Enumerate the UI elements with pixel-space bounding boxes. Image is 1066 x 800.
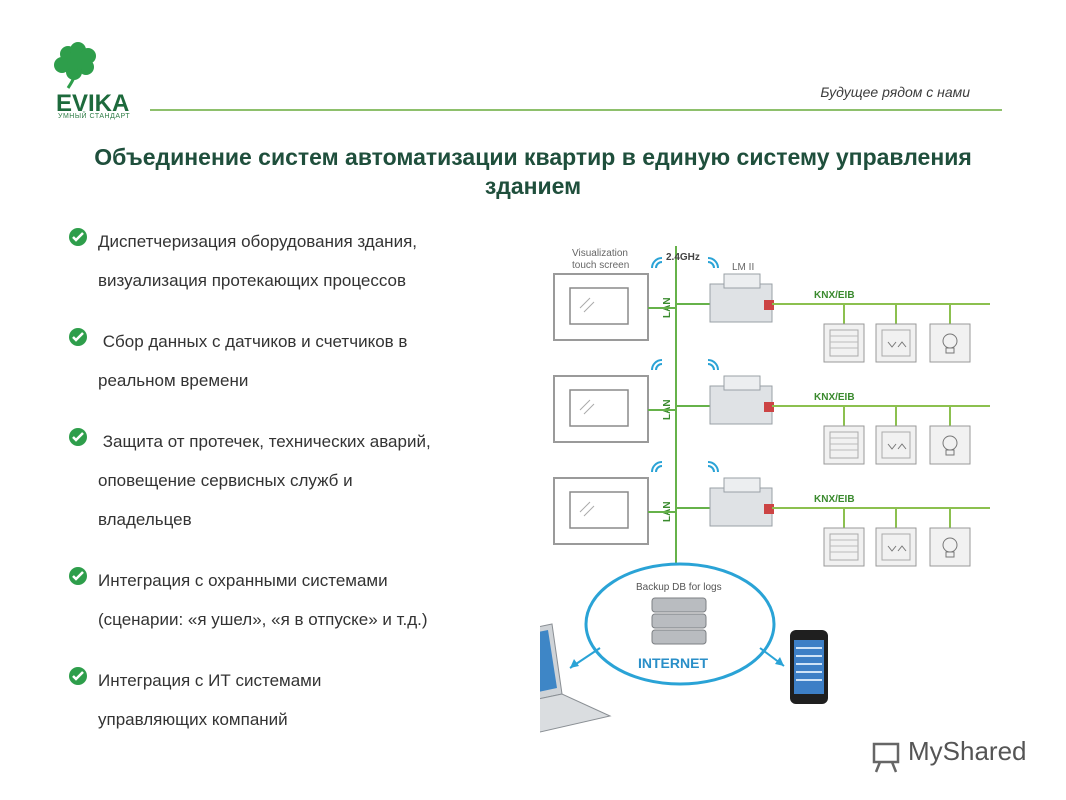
bullet-line: Интеграция с ИТ системами <box>98 671 322 690</box>
clover-icon <box>54 42 96 89</box>
lm-controller <box>709 273 774 323</box>
shutter-switch-icon <box>875 323 917 363</box>
bullet-list: Диспетчеризация оборудования здания, виз… <box>66 222 536 761</box>
check-icon <box>69 667 87 685</box>
header-divider <box>150 109 1002 111</box>
page-title: Объединение систем автоматизации квартир… <box>94 144 972 199</box>
touch-screen <box>553 273 649 341</box>
shutter-switch-icon <box>875 527 917 567</box>
list-item: Интеграция с ИТ системами управляющих ко… <box>66 661 536 739</box>
wifi-icon <box>651 359 663 371</box>
check-icon <box>69 567 87 585</box>
bullet-line: визуализация протекающих процессов <box>98 271 407 290</box>
list-item: Диспетчеризация оборудования здания, виз… <box>66 222 536 300</box>
screen-label-line2: touch screen <box>572 260 629 271</box>
blinds-module-icon <box>823 323 865 363</box>
list-item: Сбор данных с датчиков и счетчиков в реа… <box>66 322 536 400</box>
bus-label: KNX/EIB <box>814 290 855 301</box>
blinds-module-icon <box>823 425 865 465</box>
bullet-line: владельцев <box>98 510 192 529</box>
apartment-row-1: LAN KNX/EIB <box>553 257 990 363</box>
apartment-row-3: LAN KNX/EIB <box>553 461 990 567</box>
freq-label: 2.4GHz <box>666 252 700 263</box>
bullet-line: Сбор данных с датчиков и счетчиков в <box>98 332 408 351</box>
light-bulb-icon <box>929 323 971 363</box>
check-icon <box>69 428 87 446</box>
laptop-icon <box>540 623 612 733</box>
lm-controller <box>709 375 774 425</box>
wifi-icon <box>707 461 719 473</box>
touch-screen <box>553 477 649 545</box>
bullet-line: Защита от протечек, технических аварий, <box>98 432 431 451</box>
lm-controller <box>709 477 774 527</box>
smartphone-icon <box>790 630 828 704</box>
slogan: Будущее рядом с нами <box>820 84 970 100</box>
bullet-line: реальном времени <box>98 371 249 390</box>
watermark-text: MyShared <box>908 736 1027 766</box>
bullet-line: управляющих компаний <box>98 710 288 729</box>
brand-name: EVIKA <box>56 90 130 117</box>
backup-label: Backup DB for logs <box>636 582 722 593</box>
light-bulb-icon <box>929 425 971 465</box>
myshared-logo-icon <box>872 742 900 773</box>
light-bulb-icon <box>929 527 971 567</box>
check-icon <box>69 228 87 246</box>
apartment-row-2: LAN KNX/EIB <box>553 359 990 465</box>
list-item: Защита от протечек, технических аварий, … <box>66 422 536 539</box>
internet-label: INTERNET <box>638 655 708 671</box>
wifi-icon <box>651 257 663 269</box>
bus-label: KNX/EIB <box>814 494 855 505</box>
wifi-icon <box>707 359 719 371</box>
bullet-line: оповещение сервисных служб и <box>98 471 353 490</box>
brand-tagline: УМНЫЙ СТАНДАРТ <box>58 113 131 120</box>
list-item: Интеграция с охранными системами (сценар… <box>66 561 536 639</box>
shutter-switch-icon <box>875 425 917 465</box>
screen-label-line1: Visualization <box>572 248 628 259</box>
bullet-line: Интеграция с охранными системами <box>98 571 388 590</box>
wifi-icon <box>707 257 719 269</box>
blinds-module-icon <box>823 527 865 567</box>
bullet-line: (сценарии: «я ушел», «я в отпуске» и т.д… <box>98 610 428 629</box>
database-icon <box>651 597 707 645</box>
bullet-line: Диспетчеризация оборудования здания, <box>98 232 417 251</box>
network-diagram: Visualization touch screen 2.4GHz LM II … <box>540 246 990 733</box>
device-label: LM II <box>732 262 754 273</box>
bus-label: KNX/EIB <box>814 392 855 403</box>
touch-screen <box>553 375 649 443</box>
wifi-icon <box>651 461 663 473</box>
check-icon <box>69 328 87 346</box>
